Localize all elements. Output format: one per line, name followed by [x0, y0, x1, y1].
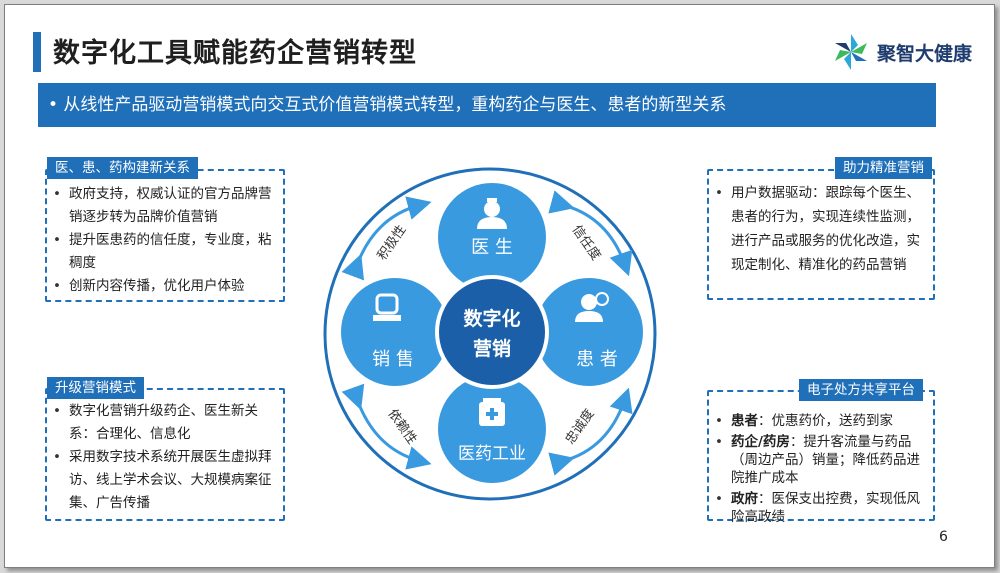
subtitle-banner: • 从线性产品驱动营销模式向交互式价值营销模式转型，重构药企与医生、患者的新型关…: [38, 83, 936, 127]
node-label-doctor: 医 生: [471, 237, 513, 258]
node-patient: [535, 278, 643, 386]
patient-icon: [575, 292, 609, 322]
node-label-industry: 医药工业: [458, 444, 526, 464]
list-item: 用户数据驱动：跟踪每个医生、患者的行为，实现连续性监测，进行产品或服务的优化改造…: [709, 181, 933, 277]
logo-icon: [835, 34, 867, 70]
list-item: 药企/药房：提升客流量与药品（周边产品）销量；降低药品进院推广成本: [709, 433, 933, 487]
node-doctor: [438, 183, 546, 291]
node-industry: [438, 375, 546, 483]
panel-precision-marketing: 用户数据驱动：跟踪每个医生、患者的行为，实现连续性监测，进行产品或服务的优化改造…: [707, 169, 935, 300]
center-label-1: 数字化: [463, 307, 520, 330]
list-item: 患者：优惠药价，送药到家: [709, 412, 933, 430]
panel-title: 医、患、药构建新关系: [47, 157, 198, 179]
arrow-top-right: [548, 190, 633, 277]
title-accent-bar: [33, 32, 41, 72]
list-item: 提升医患药的信任度，专业度，粘稠度: [47, 229, 283, 275]
page-number: 6: [939, 529, 948, 545]
sales-icon: [373, 293, 401, 321]
medicine-box-icon: [479, 398, 505, 426]
panel-upgrade-marketing: 数字化营销升级药企、医生新关系：合理化、信息化 采用数字技术系统开展医生虚拟拜访…: [45, 388, 285, 521]
arrow-bottom-right: [548, 387, 633, 476]
node-label-sales: 销 售: [372, 349, 414, 370]
panel-title: 助力精准营销: [835, 157, 932, 179]
list-item: 数字化营销升级药企、医生新关系：合理化、信息化: [47, 400, 283, 446]
arrow-bottom-left: [341, 383, 432, 470]
panel-title: 电子处方共享平台: [799, 379, 923, 401]
panel-e-prescription: 患者：优惠药价，送药到家 药企/药房：提升客流量与药品（周边产品）销量；降低药品…: [707, 390, 935, 525]
arrow-top-left: [341, 196, 432, 281]
center-node: [435, 275, 549, 389]
node-label-patient: 患 者: [576, 349, 618, 370]
center-label-2: 营销: [473, 337, 511, 360]
marketing-cycle-diagram: 数字化 营销 医 生 销 售 患 者 医药工业: [323, 167, 657, 501]
logo-text: 聚智大健康: [877, 43, 973, 65]
panel-new-relationship: 政府支持，权威认证的官方品牌营销逐步转为品牌价值营销 提升医患药的信任度，专业度…: [45, 169, 285, 302]
list-item: 政府支持，权威认证的官方品牌营销逐步转为品牌价值营销: [47, 183, 283, 229]
list-item: 采用数字技术系统开展医生虚拟拜访、线上学术会议、大规模病案征集、广告传播: [47, 446, 283, 515]
slide: 数字化工具赋能药企营销转型 聚智大健康 • 从线性产品驱动营销模式向交互式价值营…: [4, 4, 995, 568]
page-title: 数字化工具赋能药企营销转型: [53, 38, 417, 69]
doctor-icon: [477, 198, 507, 229]
list-item: 政府：医保支出控费，实现低风险高政绩: [709, 490, 933, 526]
panel-title: 升级营销模式: [47, 377, 144, 399]
node-sales: [341, 278, 449, 386]
list-item: 创新内容传播，优化用户体验: [47, 275, 283, 298]
